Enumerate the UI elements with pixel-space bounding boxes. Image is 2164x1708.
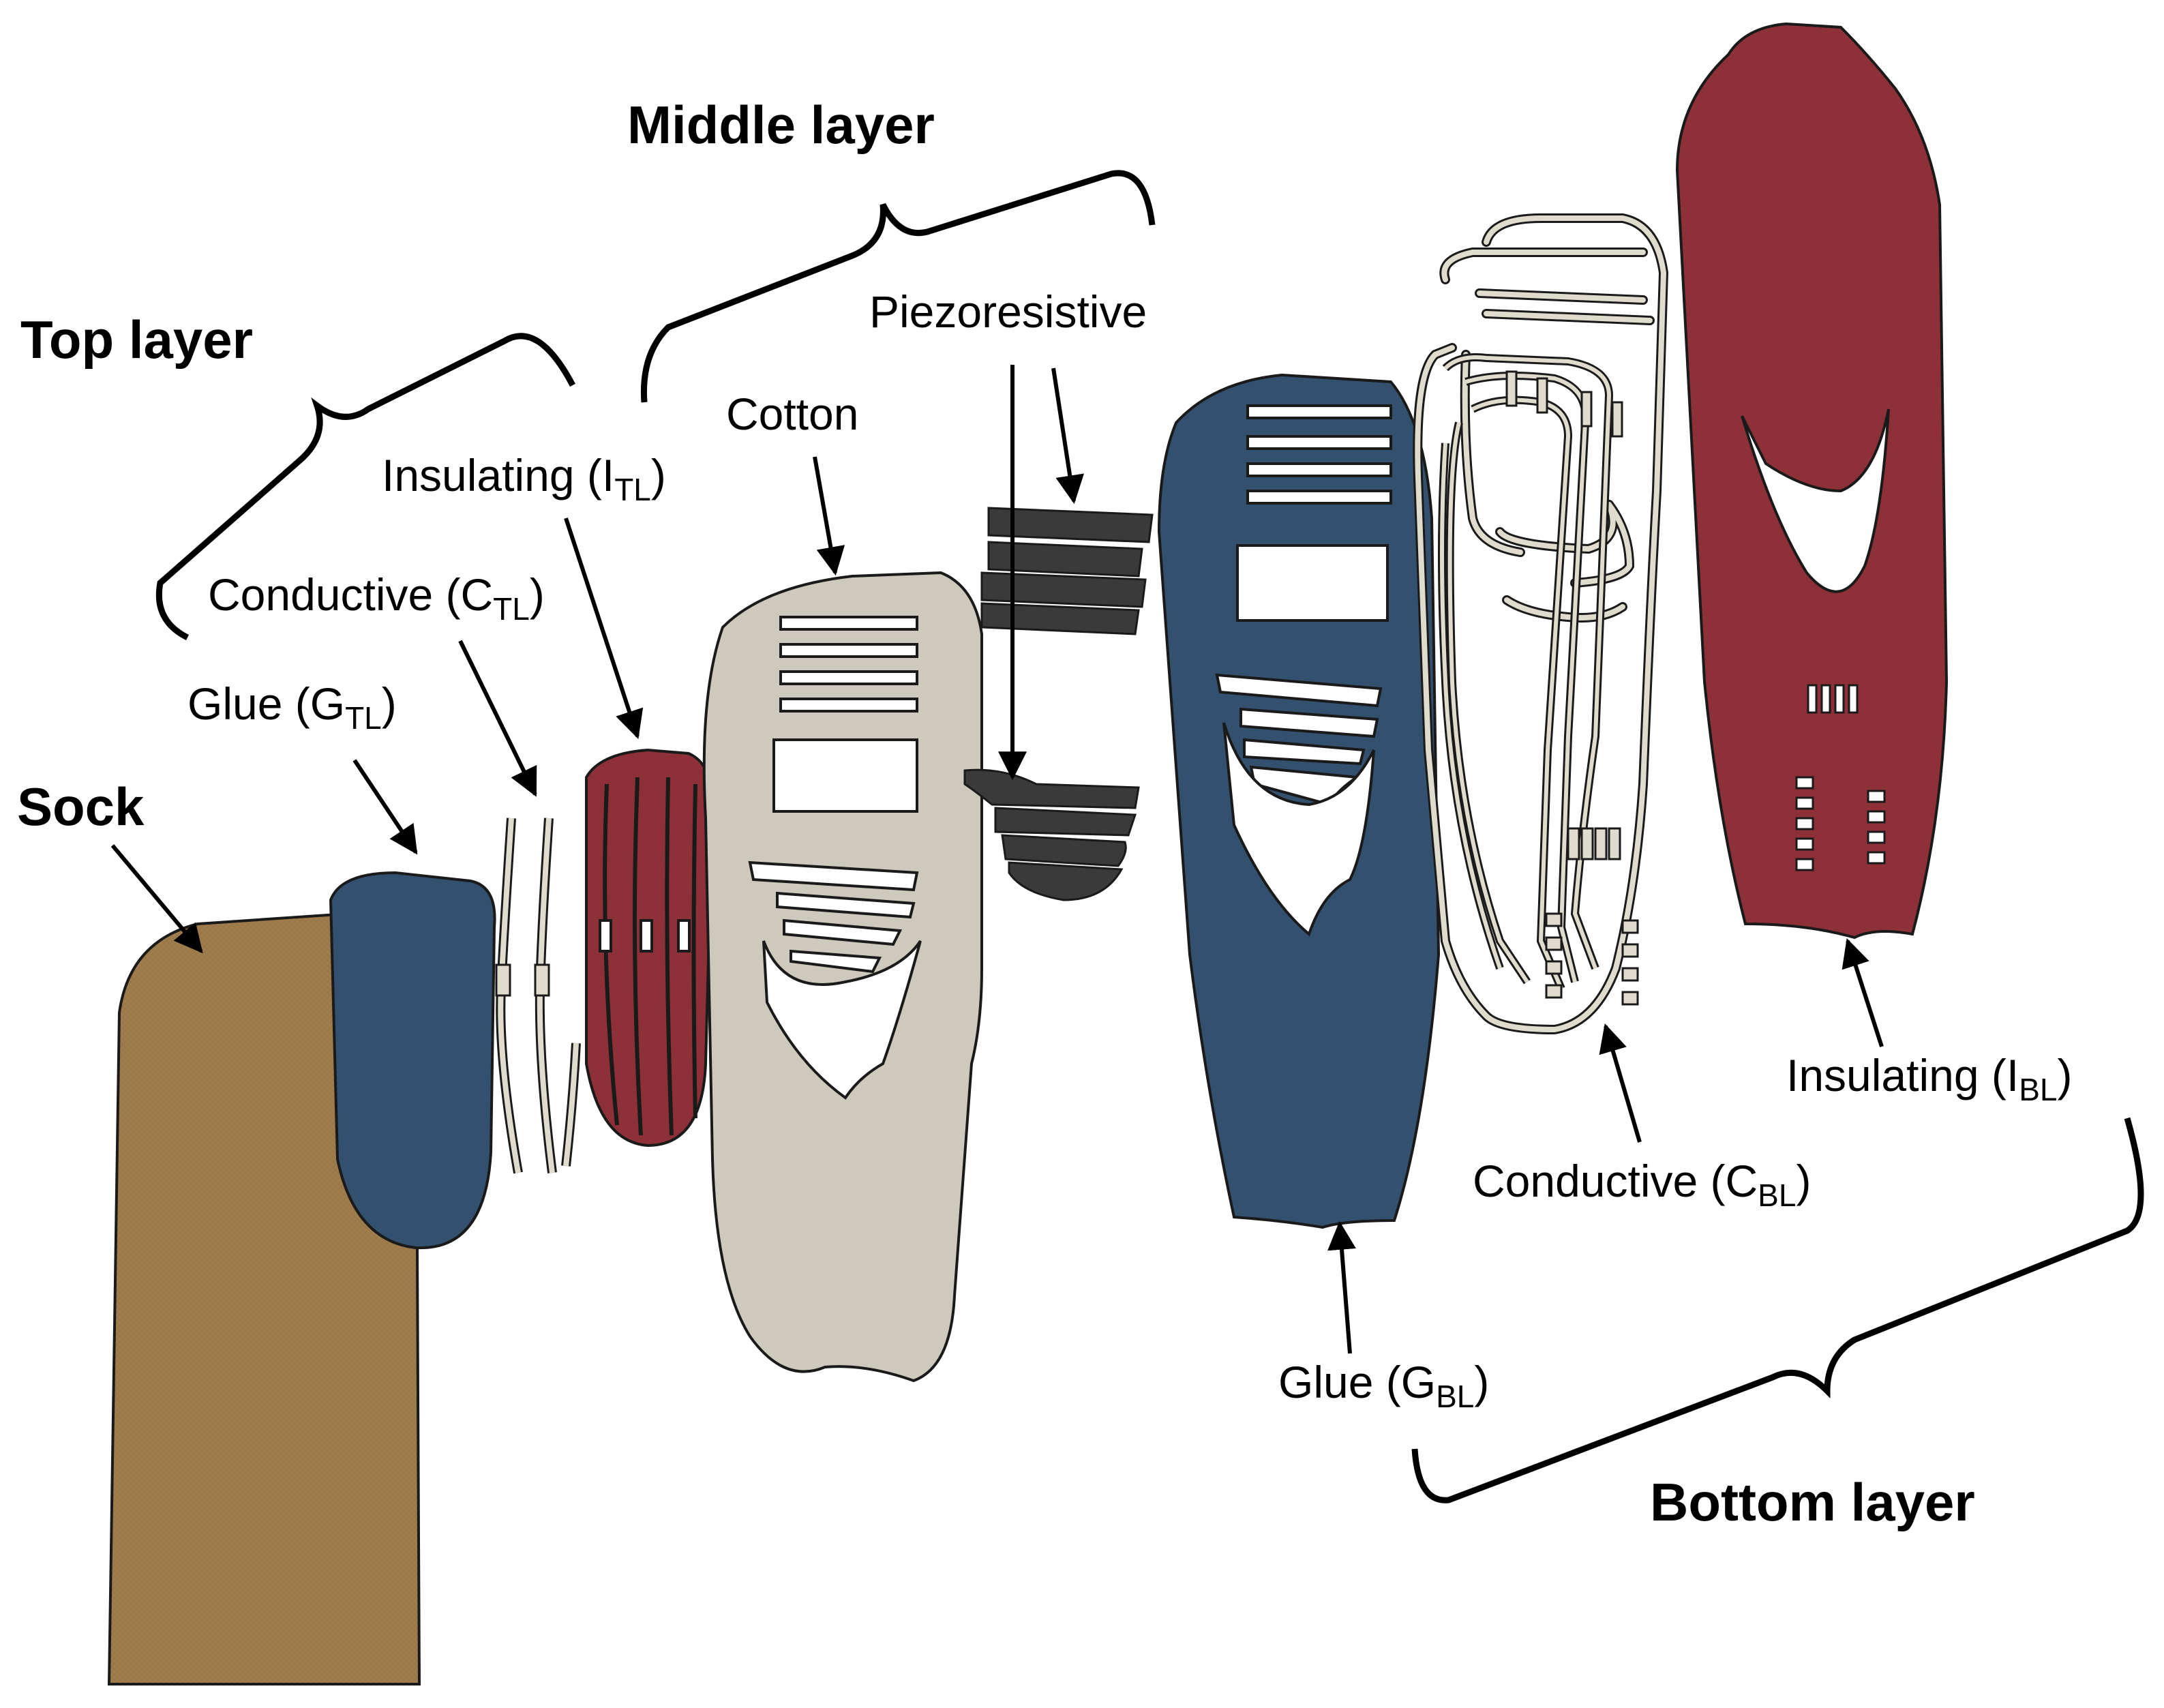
piezoresistive-label: Piezoresistive bbox=[869, 286, 1147, 337]
conductive-tl-arrow bbox=[458, 640, 537, 797]
conductive-bl-label: Conductive (CBL) bbox=[1473, 1156, 1811, 1213]
sock-heading: Sock bbox=[17, 777, 145, 837]
insulating-bl-label: Insulating (IBL) bbox=[1786, 1050, 2072, 1107]
top-layer-brace bbox=[155, 333, 575, 641]
conductive-top-layer-shape bbox=[495, 818, 581, 1174]
insulating-bottom-layer-shape bbox=[1675, 22, 1949, 940]
piezoresistive-upper-shape bbox=[980, 507, 1154, 635]
piezoresistive-lower-shape bbox=[963, 768, 1140, 901]
glue-top-layer-shape bbox=[329, 871, 496, 1250]
insulating-bl-arrow bbox=[1842, 938, 1884, 1047]
top-layer-heading: Top layer bbox=[20, 310, 253, 370]
conductive-bottom-layer-shape bbox=[1413, 213, 1669, 1035]
cotton-label: Cotton bbox=[726, 389, 858, 439]
glue-bottom-layer-shape bbox=[1157, 373, 1441, 1229]
conductive-tl-label: Conductive (CTL) bbox=[208, 569, 545, 627]
bottom-layer-heading: Bottom layer bbox=[1650, 1472, 1975, 1532]
insulating-tl-arrow bbox=[564, 518, 644, 739]
glue-tl-label: Glue (GTL) bbox=[187, 678, 397, 736]
conductive-bl-arrow bbox=[1599, 1023, 1642, 1143]
cotton-arrow bbox=[813, 456, 845, 576]
glue-bl-label: Glue (GBL) bbox=[1278, 1357, 1489, 1414]
middle-layer-brace bbox=[640, 170, 1156, 403]
bottom-layer-brace bbox=[1411, 1117, 2144, 1503]
cotton-shape bbox=[702, 571, 983, 1383]
glue-tl-arrow bbox=[352, 759, 418, 855]
sock-arrow bbox=[110, 844, 203, 954]
middle-layer-heading: Middle layer bbox=[627, 95, 935, 155]
insulating-top-layer-shape bbox=[585, 748, 715, 1148]
glue-bl-arrow bbox=[1327, 1220, 1356, 1354]
insulating-tl-label: Insulating (ITL) bbox=[382, 450, 666, 507]
piezoresistive-arrow-upper bbox=[1051, 368, 1085, 505]
